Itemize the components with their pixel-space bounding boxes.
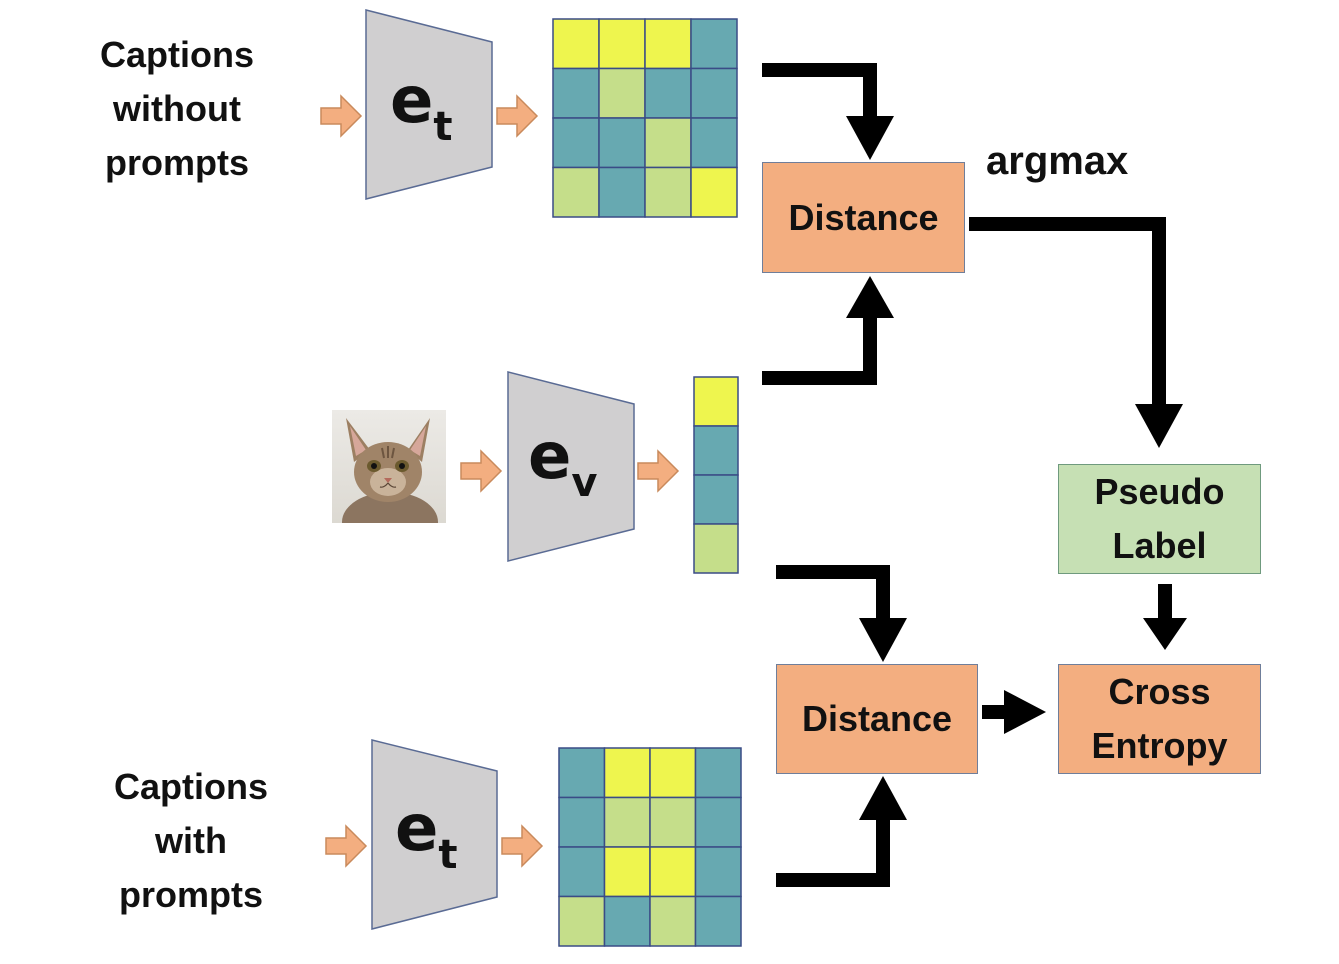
top-matrix-cell — [552, 117, 600, 169]
image-vector-cell — [693, 523, 739, 574]
top-matrix-cell — [598, 67, 646, 119]
top-matrix-cell — [598, 117, 646, 169]
image-embedding-vector — [693, 376, 739, 574]
text-encoder-top — [365, 9, 493, 200]
arrowhead-down-4 — [1143, 618, 1187, 650]
bottom-matrix-cell — [694, 895, 742, 947]
bottom-matrix-cell — [649, 895, 697, 947]
input-arrow-image — [460, 450, 502, 492]
bottom-matrix-cell — [649, 747, 697, 799]
image-vector-cell — [693, 474, 739, 525]
caption-without-prompts-label: Captions without prompts — [99, 34, 254, 183]
bottom-matrix-cell — [649, 846, 697, 898]
arrowhead-down-3 — [859, 618, 907, 662]
encoder-text-top-label: et — [390, 64, 453, 150]
top-matrix-cell — [552, 166, 600, 218]
arrowhead-up-1 — [846, 276, 894, 318]
top-matrix-cell — [690, 166, 738, 218]
bottom-matrix-cell — [603, 796, 651, 848]
bottom-matrix-cell — [694, 796, 742, 848]
top-matrix-cell — [598, 18, 646, 70]
bottom-matrix-cell — [694, 846, 742, 898]
arrowhead-down-2 — [1135, 404, 1183, 448]
text-embedding-matrix-bottom — [558, 747, 742, 947]
top-matrix-cell — [644, 18, 692, 70]
top-matrix-cell — [552, 18, 600, 70]
output-arrow-image — [637, 450, 679, 492]
connector-bottom-matrix-to-distance — [776, 818, 890, 887]
text-encoder-bottom — [371, 739, 498, 930]
output-arrow-top — [496, 95, 538, 137]
bottom-matrix-cell — [603, 846, 651, 898]
bottom-matrix-cell — [558, 796, 606, 848]
bottom-matrix-cell — [558, 846, 606, 898]
encoder-vision-label: ev — [528, 420, 598, 506]
top-matrix-cell — [690, 67, 738, 119]
top-matrix-cell — [690, 18, 738, 70]
cross-entropy-box: Cross Entropy — [1058, 664, 1261, 774]
encoder-text-bottom-label: et — [395, 792, 458, 878]
vision-encoder — [507, 371, 635, 562]
top-matrix-cell — [552, 67, 600, 119]
top-matrix-cell — [690, 117, 738, 169]
image-vector-cell — [693, 425, 739, 476]
connector-distance-to-pseudo-label — [969, 217, 1166, 406]
top-matrix-cell — [644, 67, 692, 119]
top-matrix-cell — [644, 117, 692, 169]
bottom-matrix-cell — [603, 747, 651, 799]
pseudo-label-box: Pseudo Label — [1058, 464, 1261, 574]
output-arrow-bottom — [501, 825, 543, 867]
distance-box-bottom: Distance — [776, 664, 978, 774]
bottom-matrix-cell — [694, 747, 742, 799]
connector-top-matrix-to-distance — [762, 63, 877, 118]
cat-image — [332, 410, 446, 523]
input-arrow-bottom — [325, 825, 367, 867]
bottom-matrix-cell — [558, 895, 606, 947]
image-vector-cell — [693, 376, 739, 427]
top-matrix-cell — [644, 166, 692, 218]
bottom-matrix-cell — [649, 796, 697, 848]
input-arrow-top — [320, 95, 362, 137]
connector-image-to-distance-top — [762, 316, 877, 385]
connector-image-to-distance-bottom — [776, 565, 890, 620]
arrowhead-down-1 — [846, 116, 894, 160]
text-embedding-matrix-top — [552, 18, 738, 218]
top-matrix-cell — [598, 166, 646, 218]
distance-box-top: Distance — [762, 162, 965, 273]
arrowhead-right — [1004, 690, 1046, 734]
argmax-label: argmax — [986, 139, 1129, 183]
arrowhead-up-2 — [859, 776, 907, 820]
bottom-matrix-cell — [558, 747, 606, 799]
bottom-matrix-cell — [603, 895, 651, 947]
caption-with-prompts-label: Captions with prompts — [113, 766, 268, 915]
